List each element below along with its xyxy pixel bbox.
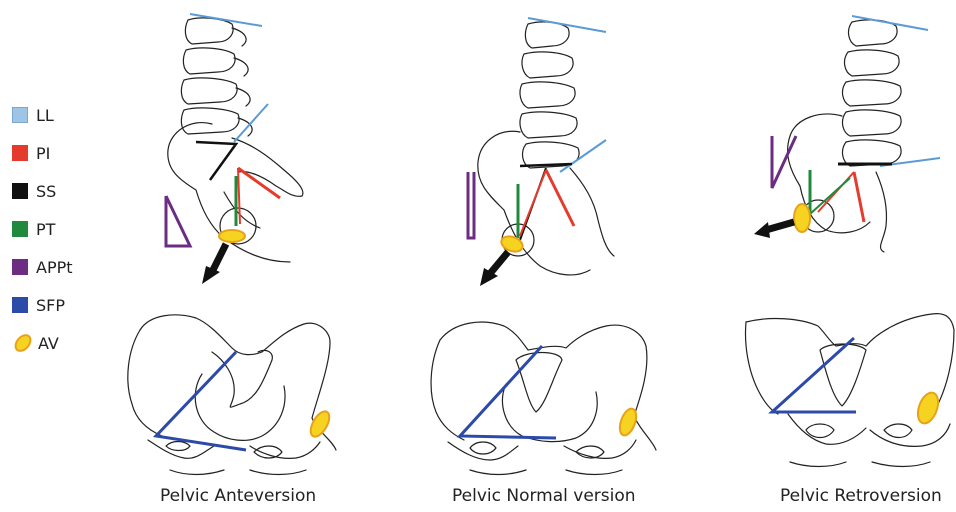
ll-line-2 [528, 18, 606, 32]
frontal-view-retroversion [746, 314, 955, 467]
ss-swatch-icon [12, 183, 28, 199]
acetabular-vector-arrow [212, 244, 226, 272]
av-marker-frontal-2 [617, 406, 640, 437]
legend-label: LL [36, 106, 54, 125]
acetabular-vector-arrow-3 [766, 222, 794, 230]
legend-label: PT [36, 220, 55, 239]
lateral-view-anteversion [166, 14, 303, 284]
ll-line [190, 14, 262, 26]
pi-line-2b [520, 170, 546, 236]
lateral-view-normal [468, 18, 614, 286]
legend-item-appt: APPt [12, 256, 73, 278]
frontal-view-normal [431, 322, 656, 474]
sfp-line-3 [772, 338, 856, 412]
caption-normal-version: Pelvic Normal version [452, 486, 636, 506]
ll-line-3 [852, 16, 928, 30]
pi-line [238, 168, 280, 198]
legend-item-pi: PI [12, 142, 50, 164]
pi-line-2 [546, 170, 574, 226]
pt-swatch-icon [12, 221, 28, 237]
legend-item-pt: PT [12, 218, 55, 240]
legend-item-av: AV [12, 332, 59, 354]
legend-label: SFP [36, 296, 65, 315]
frontal-view-anteversion [128, 315, 336, 475]
caption-anteversion: Pelvic Anteversion [160, 486, 316, 506]
av-marker [219, 230, 245, 242]
ll-line-lower [234, 104, 268, 142]
lumbar-spine-2 [520, 22, 579, 168]
pt-line-3b [810, 178, 850, 214]
appt-shape-3 [772, 136, 796, 188]
legend-item-ss: SS [12, 180, 56, 202]
appt-shape-2 [468, 172, 474, 238]
pi-line-3 [854, 172, 864, 222]
caption-retroversion: Pelvic Retroversion [780, 486, 942, 506]
av-marker-frontal [307, 408, 333, 439]
pi-line-2 [238, 168, 240, 224]
appt-swatch-icon [12, 259, 28, 275]
lateral-view-retroversion [754, 16, 940, 252]
sfp-swatch-icon [12, 297, 28, 313]
lumbar-spine-3 [843, 20, 902, 166]
av-marker-3 [794, 204, 810, 232]
av-marker-frontal-3 [914, 390, 942, 426]
legend-item-ll: LL [12, 104, 54, 126]
legend-label: AV [38, 334, 59, 353]
arrow-head-3 [754, 222, 770, 238]
legend-label: SS [36, 182, 56, 201]
ll-swatch-icon [12, 107, 28, 123]
legend-item-sfp: SFP [12, 294, 65, 316]
ss-line [196, 142, 236, 180]
pi-swatch-icon [12, 145, 28, 161]
av-ellipse-icon [12, 334, 34, 352]
legend-label: PI [36, 144, 50, 163]
appt-shape [166, 196, 190, 246]
sfp-line-2 [460, 346, 556, 438]
lumbar-spine [181, 18, 252, 136]
legend-label: APPt [36, 258, 73, 277]
